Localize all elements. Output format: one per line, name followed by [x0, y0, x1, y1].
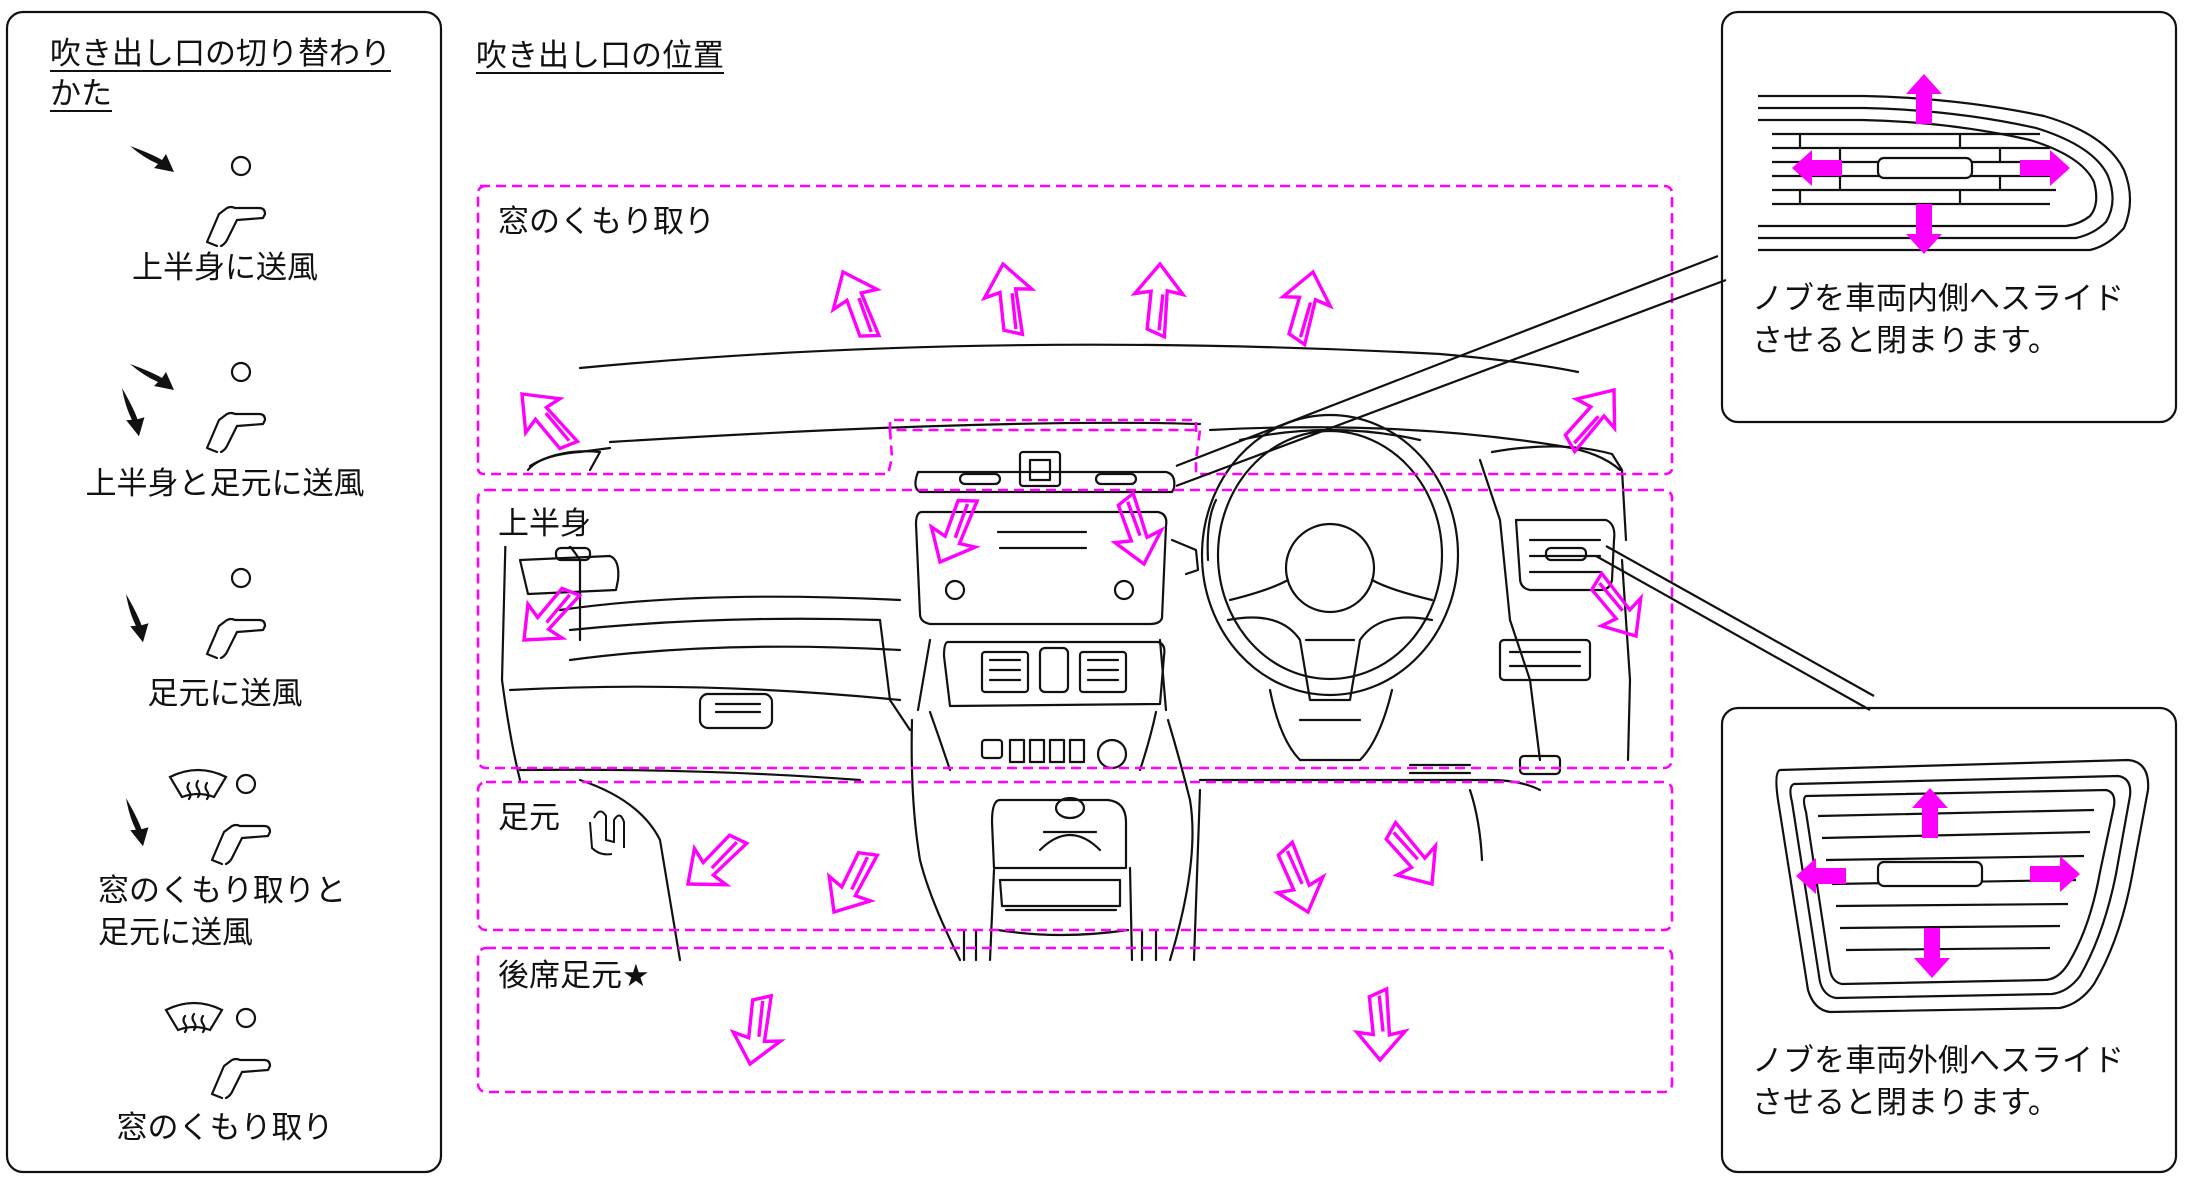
face-vent-icon — [130, 146, 267, 248]
inner-vent-caption: ノブを車両内側へスライド させると閉まります。 — [1752, 281, 2124, 359]
inner-vent-callout-frame — [1720, 10, 2178, 424]
zone-upper-body-box — [476, 488, 1674, 770]
callout-leader-lines — [1175, 254, 1875, 711]
defrost-icon — [164, 1001, 272, 1100]
outer-vent-caption: ノブを車両外側へスライド させると閉まります。 — [1752, 1043, 2124, 1121]
zone-label-rear-foot: 後席足元★ — [498, 958, 650, 994]
outer-vent-callout-frame — [1720, 706, 2178, 1174]
zone-foot-box — [476, 780, 1674, 932]
mode-label-defrost-and-foot: 窓のくもり取りと 足元に送風 — [98, 873, 346, 951]
mode-label-defrost: 窓のくもり取り — [116, 1110, 334, 1146]
zone-rear-foot-box — [476, 946, 1674, 1094]
vent-position-heading: 吹き出し口の位置 — [476, 38, 724, 74]
face-and-foot-vent-icon — [105, 361, 267, 454]
outer-vent-illustration — [1775, 758, 2150, 1014]
rear-foot-airflow-arrows — [728, 985, 1410, 1069]
upper-body-airflow-arrows — [506, 486, 1660, 660]
foot-vent-icon — [109, 567, 267, 660]
inner-vent-illustration — [1758, 94, 2132, 252]
foot-zone-seat-icon — [589, 810, 625, 856]
mode-label-foot: 足元に送風 — [147, 676, 303, 712]
mode-label-face-and-foot: 上半身と足元に送風 — [85, 466, 365, 502]
dashboard-illustration — [500, 343, 1632, 962]
left-panel-heading: 吹き出し口の切り替わり かた — [50, 36, 391, 112]
zone-label-foot: 足元 — [498, 800, 560, 836]
mode-label-face: 上半身に送風 — [132, 250, 318, 286]
zone-label-upper-body: 上半身 — [498, 502, 597, 546]
zone-label-defrost: 窓のくもり取り — [498, 204, 715, 240]
left-panel-frame — [5, 10, 443, 1174]
defrost-and-foot-vent-icon — [109, 768, 272, 866]
zone-defrost-box — [476, 184, 1674, 476]
